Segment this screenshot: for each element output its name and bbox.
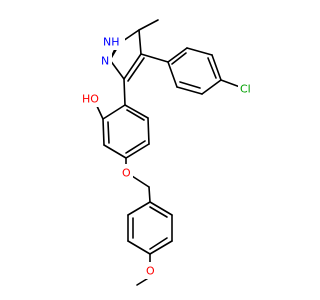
- methoxyphenyl-ring: [127, 201, 173, 286]
- chlorine-label: Cl: [240, 83, 251, 96]
- benzyl-linker: [131, 175, 151, 203]
- chlorophenyl-ring: [140, 47, 241, 95]
- pyrazole-ring: [107, 19, 159, 82]
- hydroxyl-label: HO: [82, 93, 99, 106]
- ether-oxygen-label: O: [122, 167, 131, 180]
- structure-canvas: NH H N HO Cl O O: [80, 19, 256, 286]
- atom-labels: NH H N HO Cl O O: [80, 33, 256, 279]
- n-label: N: [101, 55, 109, 68]
- phenol-ring: [95, 78, 150, 170]
- methoxy-oxygen-label: O: [146, 265, 155, 278]
- nh-label: NH: [103, 36, 120, 49]
